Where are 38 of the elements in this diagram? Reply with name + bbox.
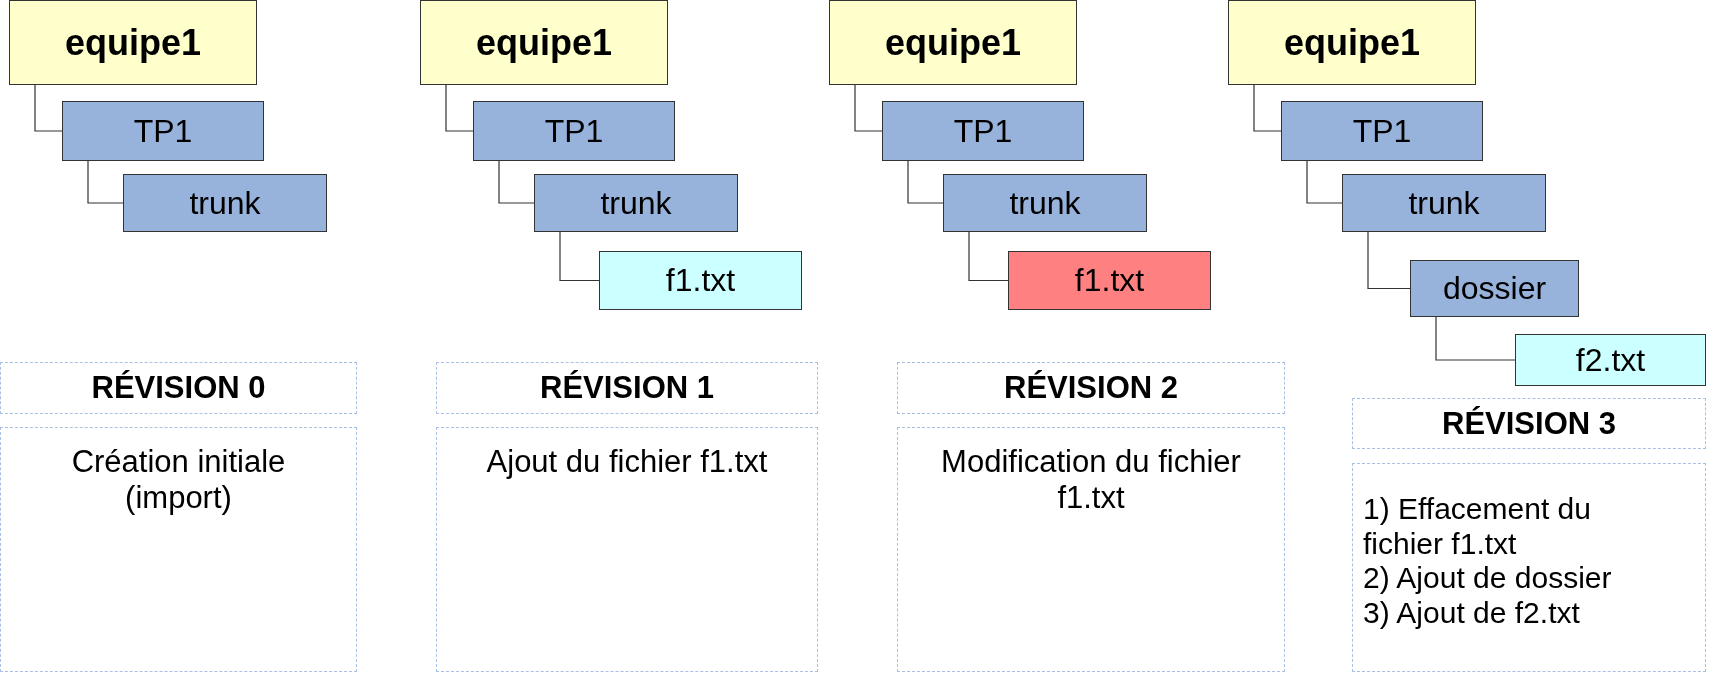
revision-note: Ajout du fichier f1.txt (486, 444, 768, 480)
tree-connector (968, 231, 1009, 282)
revision-header: RÉVISION 2 (1004, 370, 1178, 406)
folder-box: trunk (534, 174, 738, 232)
revision-note: Modification du fichier f1.txt (940, 444, 1242, 516)
tree-connector (1253, 84, 1282, 132)
folder-box: TP1 (62, 101, 264, 161)
folder-box: equipe1 (1228, 0, 1476, 85)
tree-connector (34, 84, 63, 132)
folder-box: trunk (943, 174, 1147, 232)
tree-connector (854, 84, 883, 132)
folder-box: TP1 (882, 101, 1084, 161)
tree-connector (1435, 316, 1516, 361)
revision-header: RÉVISION 0 (91, 370, 266, 406)
folder-box: equipe1 (420, 0, 668, 85)
tree-connector (498, 160, 535, 204)
list-item: 3) Ajout de f2.txt (1363, 595, 1580, 630)
folder-box: dossier (1410, 260, 1579, 317)
folder-box: trunk (123, 174, 327, 232)
revision-header: RÉVISION 3 (1442, 405, 1616, 442)
folder-box: TP1 (1281, 101, 1483, 161)
revision-note: Création initiale (import) (70, 444, 287, 516)
tree-connector (445, 84, 474, 132)
list-item: 2) Ajout de dossier (1363, 561, 1612, 596)
folder-box: equipe1 (9, 0, 257, 85)
file-box: f1.txt (1008, 251, 1211, 310)
tree-connector (1367, 231, 1411, 290)
revision-header: RÉVISION 1 (540, 370, 714, 406)
tree-connector (559, 231, 600, 282)
file-box: f2.txt (1515, 334, 1706, 386)
list-item: 1) Effacement du fichier f1.txt (1363, 492, 1592, 561)
folder-box: trunk (1342, 174, 1546, 232)
folder-box: TP1 (473, 101, 675, 161)
tree-connector (907, 160, 944, 204)
file-box: f1.txt (599, 251, 802, 310)
folder-box: equipe1 (829, 0, 1077, 85)
tree-connector (1306, 160, 1343, 204)
tree-connector (87, 160, 124, 204)
